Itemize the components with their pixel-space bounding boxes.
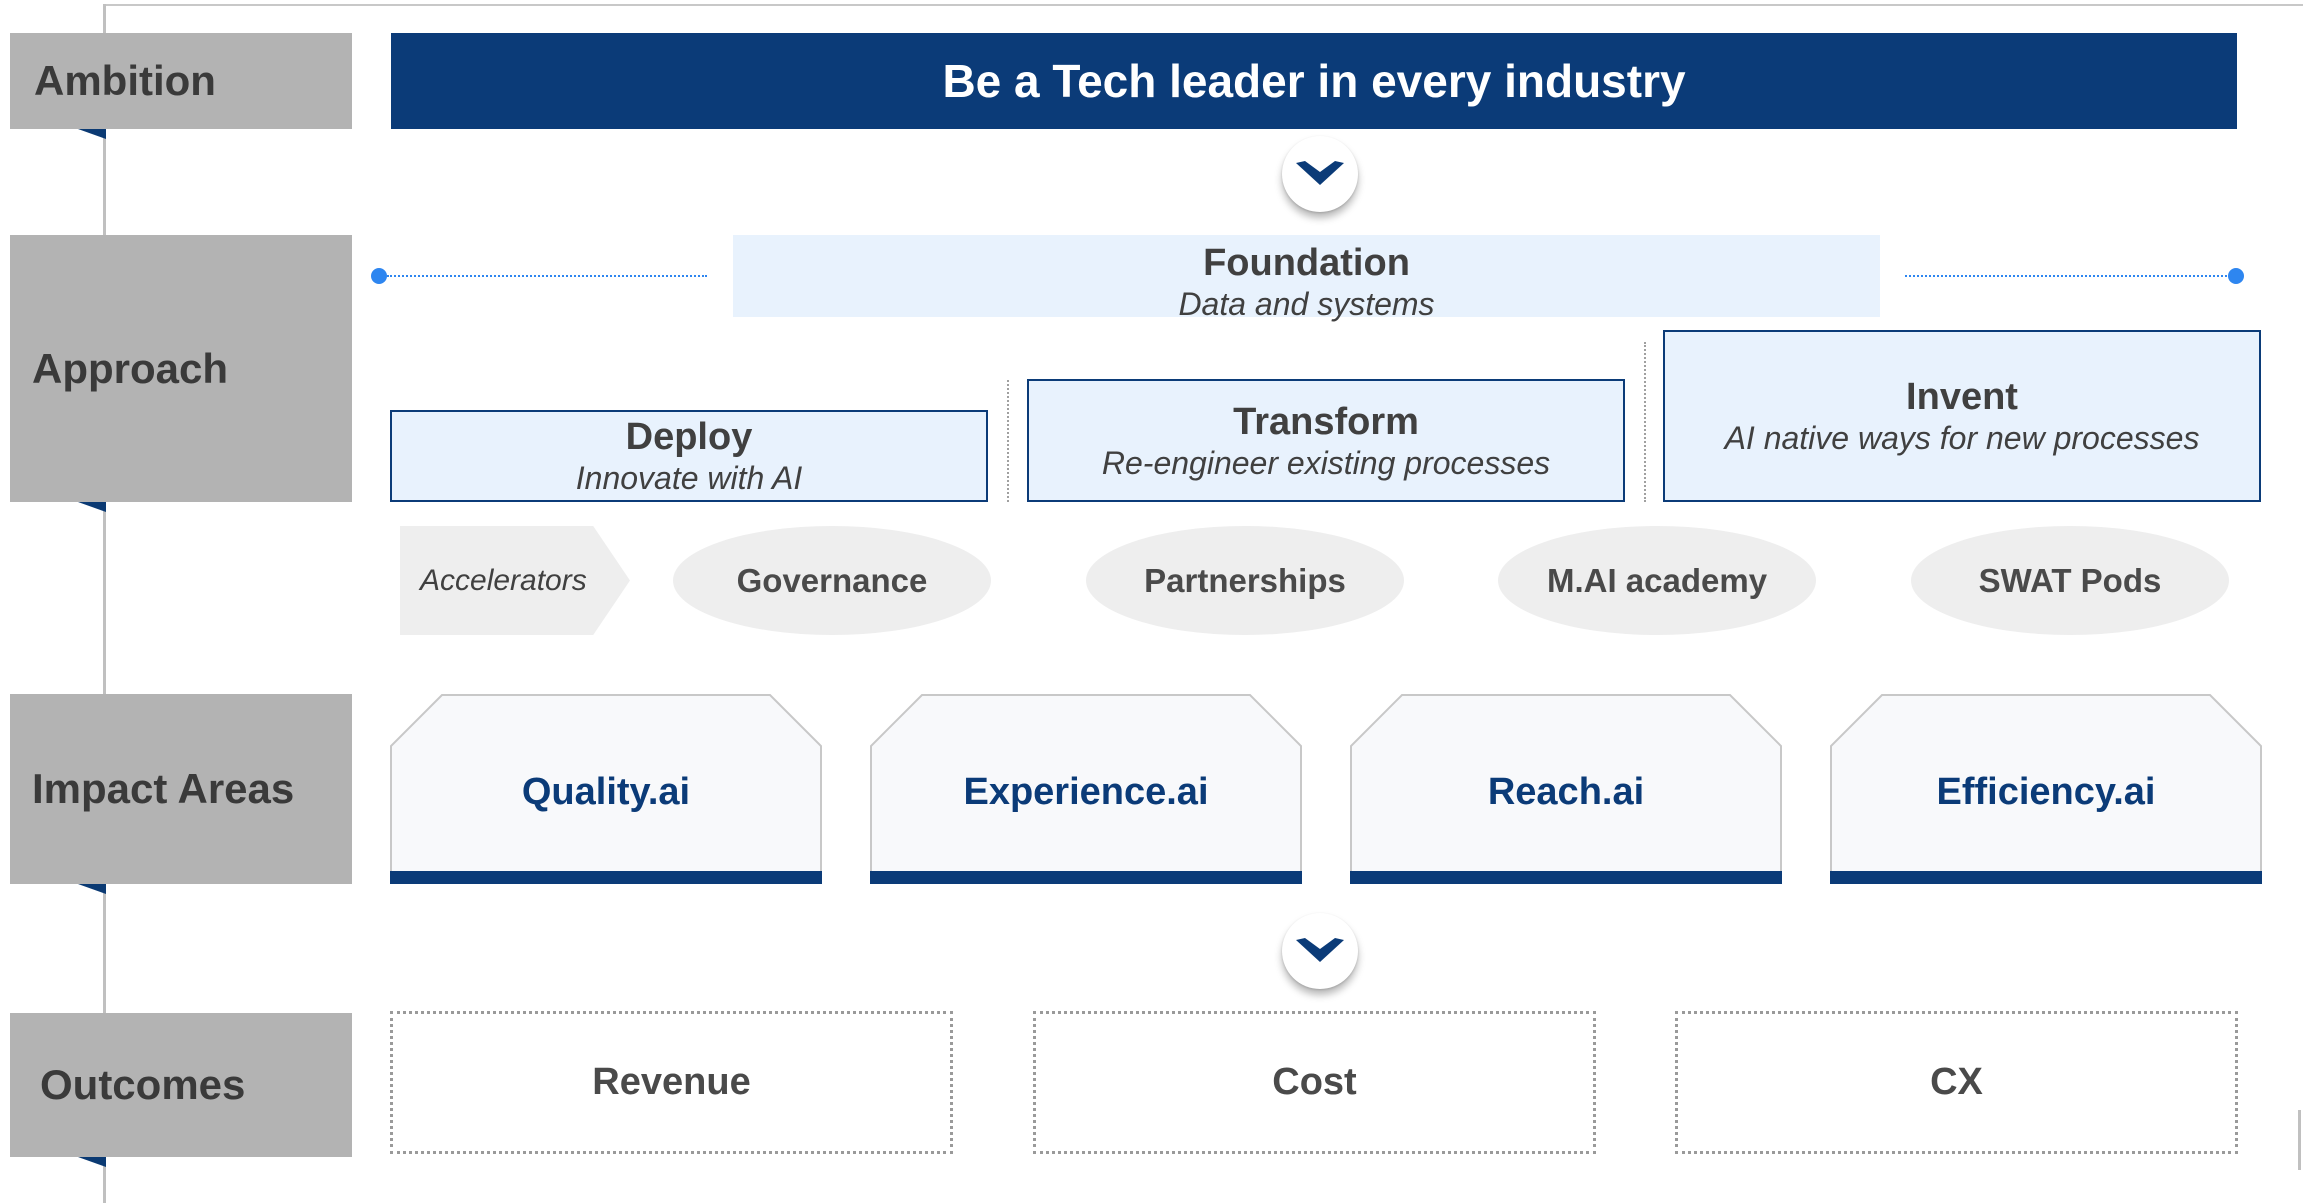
row-label-ambition: Ambition [10,33,352,129]
enabler-partnerships: Partnerships [1086,526,1404,635]
impact-card-reach: Reach.ai [1350,694,1782,884]
foundation-right-dot [2228,268,2244,284]
foundation-left-line [387,275,707,277]
flow-arrow [1282,913,1358,989]
pillar-subtitle: AI native ways for new processes [1724,420,2200,456]
flow-arrow [1282,136,1358,212]
pillar-deploy: Deploy Innovate with AI [390,410,988,502]
row-label-outcomes: Outcomes [10,1013,352,1157]
frame-top-line [106,4,2303,6]
enabler-mai-academy: M.AI academy [1498,526,1816,635]
impact-card-shape [870,694,1302,884]
pillar-subtitle: Re-engineer existing processes [1101,444,1551,481]
outcome-cost: Cost [1033,1011,1596,1154]
impact-card-quality: Quality.ai [390,694,822,884]
impact-card-shape [1830,694,2262,884]
enabler-swat-pods: SWAT Pods [1911,526,2229,635]
row-label-notch [78,1157,106,1167]
outcome-revenue: Revenue [390,1011,953,1154]
impact-card-label: Experience.ai [963,770,1209,813]
pillar-divider [1644,342,1646,502]
pillar-divider [1007,380,1009,502]
foundation-left-dot [371,268,387,284]
pillar-title: Deploy [625,416,753,458]
pillar-invent: Invent AI native ways for new processes [1663,330,2261,502]
pillar-subtitle: Innovate with AI [575,460,803,496]
pillar-transform: Transform Re-engineer existing processes [1027,379,1625,502]
frame-left-line [103,4,106,1203]
accelerators-arrow: Accelerators [400,526,630,635]
foundation-subtitle: Data and systems [1178,286,1435,322]
row-label-notch [78,129,106,139]
foundation-box: Foundation Data and systems [733,235,1880,322]
row-label-notch [78,884,106,894]
outcome-cx: CX [1675,1011,2238,1154]
impact-card-label: Quality.ai [521,770,691,813]
foundation-right-line [1905,275,2231,277]
impact-card-efficiency: Efficiency.ai [1830,694,2262,884]
enabler-governance: Governance [673,526,991,635]
impact-card-shape [1350,694,1782,884]
pillar-title: Invent [1906,376,2018,418]
impact-card-label: Reach.ai [1487,770,1645,813]
ambition-banner: Be a Tech leader in every industry [391,33,2237,129]
impact-card-label: Efficiency.ai [1936,770,2156,813]
row-label-impact-areas: Impact Areas [10,694,352,884]
pillar-title: Transform [1233,400,1419,443]
row-label-notch [78,502,106,512]
impact-card-shape [390,694,822,884]
chevron-down-icon [1296,938,1344,962]
foundation-title: Foundation [1203,242,1410,284]
row-label-approach: Approach [10,235,352,502]
chevron-down-icon [1296,161,1344,185]
impact-card-experience: Experience.ai [870,694,1302,884]
frame-right-tick [2298,1110,2301,1170]
